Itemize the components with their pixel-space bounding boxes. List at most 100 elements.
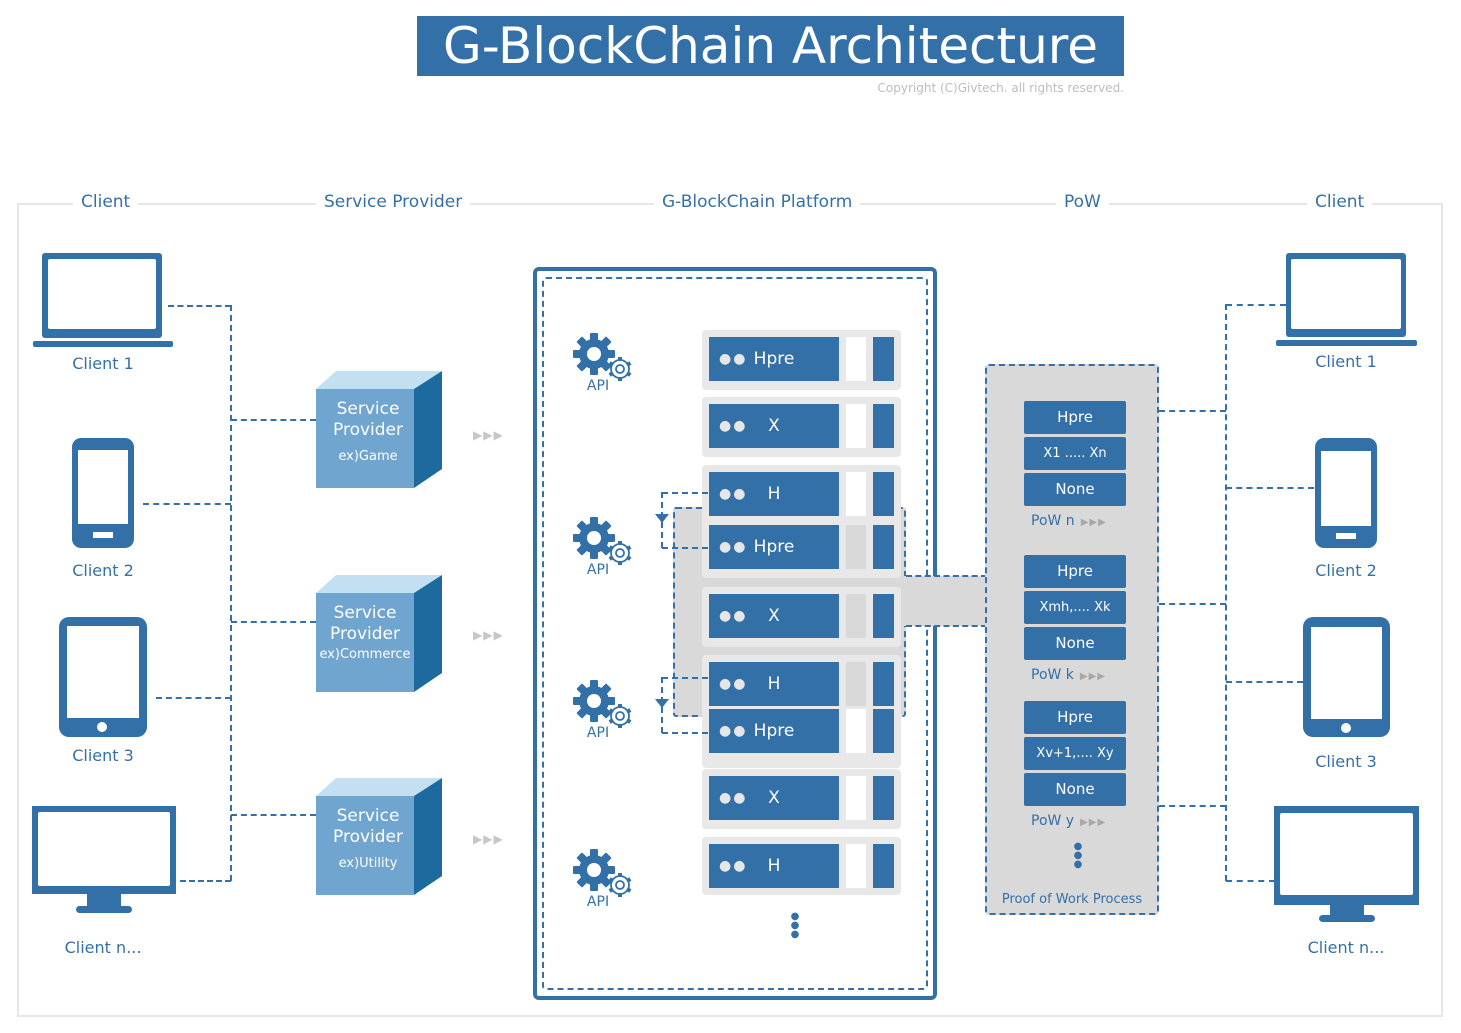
flow-arrows-icon: ▶▶▶ xyxy=(473,428,504,442)
client-right-3-tablet-icon xyxy=(1303,617,1390,737)
block-unit[interactable]: ●● Hpre xyxy=(709,709,839,753)
status-dots-icon: ●● xyxy=(719,351,748,367)
rack-side-bar xyxy=(873,662,894,706)
pow-label-text: PoW n xyxy=(1031,513,1075,529)
client-right-n-monitor-icon xyxy=(1274,806,1419,924)
column-heading-platform: G-BlockChain Platform xyxy=(654,192,861,212)
rack-side-bar xyxy=(873,337,894,381)
service-provider-title: Service Provider xyxy=(330,603,400,644)
status-dots-icon: ●● xyxy=(719,486,748,502)
pow-row: Hpre xyxy=(1024,701,1126,734)
service-provider-example: ex)Game xyxy=(338,449,398,464)
api-gear-icon xyxy=(572,679,638,739)
status-dots-icon: ●● xyxy=(719,608,748,624)
flow-arrows-icon: ▶▶▶ xyxy=(473,832,504,846)
block-label: H xyxy=(767,856,781,876)
client-left-1-label: Client 1 xyxy=(72,354,134,373)
rack-slot xyxy=(846,337,866,381)
client-right-2-phone-icon xyxy=(1315,438,1377,548)
status-dots-icon: ●● xyxy=(719,418,748,434)
flow-arrows-icon: ▶▶▶ xyxy=(1079,671,1106,682)
chain-link-line xyxy=(662,732,708,734)
pow-row: X1 ..... Xn xyxy=(1024,437,1126,470)
api-label: API xyxy=(586,378,610,394)
rack-slot xyxy=(846,776,866,820)
platform-pow-bridge xyxy=(900,576,987,626)
pow-row: Xmh,.... Xk xyxy=(1024,591,1126,624)
pow-row: Hpre xyxy=(1024,401,1126,434)
connector-bus-left xyxy=(230,305,232,881)
block-label: X xyxy=(768,416,780,436)
connector-line xyxy=(1159,410,1226,412)
platform-inner-border xyxy=(542,277,928,990)
platform-container xyxy=(533,267,937,1000)
cube-shape xyxy=(316,575,442,692)
rack-side-bar xyxy=(873,594,894,638)
chain-link-line xyxy=(662,677,708,679)
block-label: Hpre xyxy=(753,721,795,741)
pow-label: PoW y▶▶▶ xyxy=(1031,813,1106,829)
block-unit[interactable]: ●● X xyxy=(709,594,839,638)
pow-label: PoW n ▶▶▶ xyxy=(1031,513,1107,529)
pow-row: None xyxy=(1024,627,1126,660)
connector-line xyxy=(231,419,316,421)
status-dots-icon: ●● xyxy=(719,858,748,874)
rack-slot xyxy=(846,709,866,753)
more-pow-icon: ●●● xyxy=(1073,841,1083,870)
block-unit[interactable]: ●● Hpre xyxy=(709,337,839,381)
service-provider-title: Service Provider xyxy=(333,806,403,847)
column-heading-client-left: Client xyxy=(73,192,139,212)
block-unit[interactable]: ●● H xyxy=(709,844,839,888)
rack-slot xyxy=(846,404,866,448)
client-right-n-label: Client n... xyxy=(1307,938,1385,957)
status-dots-icon: ●● xyxy=(719,723,748,739)
diagram-frame xyxy=(17,203,1443,1017)
api-gear-icon xyxy=(572,848,638,908)
block-label: H xyxy=(767,674,781,694)
rack-slot xyxy=(846,844,866,888)
client-right-3-label: Client 3 xyxy=(1315,752,1377,771)
cube-shape xyxy=(316,371,442,488)
connector-line xyxy=(1159,805,1226,807)
connector-line xyxy=(1226,304,1286,306)
client-left-1-laptop-icon xyxy=(33,253,173,347)
api-label: API xyxy=(586,894,610,910)
client-left-2-phone-icon xyxy=(72,438,134,548)
block-label: X xyxy=(768,606,780,626)
rack-slot xyxy=(846,594,866,638)
rack-slot xyxy=(846,472,866,516)
client-left-3-label: Client 3 xyxy=(72,746,134,765)
flow-arrows-icon: ▶▶▶ xyxy=(473,628,504,642)
block-label: Hpre xyxy=(753,349,795,369)
connector-line xyxy=(1226,880,1275,882)
rack-side-bar xyxy=(873,472,894,516)
connector-line xyxy=(1159,603,1226,605)
block-unit[interactable]: ●●H xyxy=(709,472,839,516)
status-dots-icon: ●● xyxy=(719,539,748,555)
client-left-2-label: Client 2 xyxy=(72,561,134,580)
page-title: G-BlockChain Architecture xyxy=(417,16,1124,76)
rack-slot xyxy=(846,662,866,706)
block-unit[interactable]: ●● Hpre xyxy=(709,525,839,569)
more-blocks-icon: ●●● xyxy=(790,911,800,940)
status-dots-icon: ●● xyxy=(719,676,748,692)
rack-side-bar xyxy=(873,404,894,448)
block-unit[interactable]: ●● H xyxy=(709,662,839,706)
connector-line xyxy=(231,621,316,623)
pow-row: Hpre xyxy=(1024,555,1126,588)
block-unit[interactable]: ●● X xyxy=(709,404,839,448)
flow-arrows-icon: ▶▶▶ xyxy=(1080,817,1107,828)
block-unit[interactable]: ●●X xyxy=(709,776,839,820)
api-gear-icon xyxy=(572,332,638,392)
pow-label-text: PoW k xyxy=(1031,667,1074,683)
pow-row: None xyxy=(1024,773,1126,806)
column-heading-service-provider: Service Provider xyxy=(316,192,471,212)
pow-label: PoW k ▶▶▶ xyxy=(1031,667,1106,683)
block-label: Hpre xyxy=(753,537,795,557)
arrow-down-icon xyxy=(655,514,669,523)
flow-arrows-icon: ▶▶▶ xyxy=(1080,517,1107,528)
service-provider-example: ex)Commerce xyxy=(319,647,411,662)
connector-line xyxy=(143,503,231,505)
client-left-n-label: Client n... xyxy=(64,938,142,957)
status-dots-icon: ●● xyxy=(719,790,748,806)
